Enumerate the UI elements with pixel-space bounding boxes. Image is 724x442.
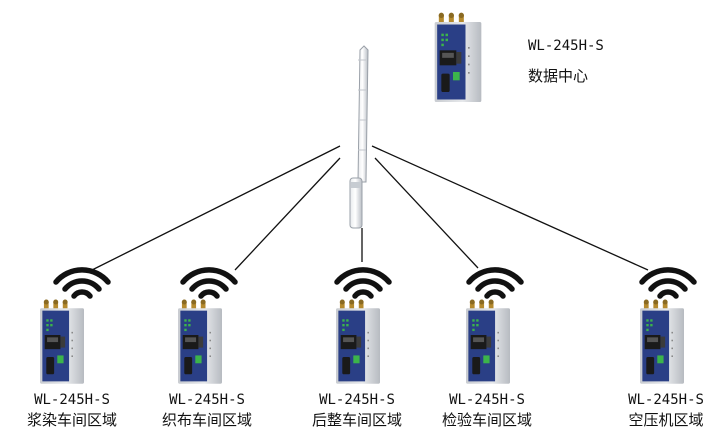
center-name: 数据中心: [528, 67, 589, 85]
wifi-icon: [183, 270, 235, 296]
node-model: WL-245H-S: [34, 392, 110, 408]
node-label-3: WL-245H-S 后整车间区域: [312, 392, 402, 428]
node-area: 后整车间区域: [311, 411, 403, 429]
node-label-4: WL-245H-S 检验车间区域: [442, 392, 532, 428]
node-label-1: WL-245H-S 浆染车间区域: [27, 392, 117, 428]
node-model: WL-245H-S: [449, 392, 525, 408]
link-node-2: [234, 157, 341, 271]
tower-antenna-icon: [349, 45, 369, 229]
node-label-5: WL-245H-S 空压机区域: [628, 392, 704, 428]
center-label: WL-245H-S: [528, 38, 604, 54]
wifi-icon: [337, 270, 389, 296]
node-router-3-icon: [336, 299, 380, 384]
node-area: 空压机区域: [628, 411, 704, 429]
node-router-5-icon: [640, 299, 684, 384]
node-model: WL-245H-S: [319, 392, 395, 408]
connection-lines: [91, 145, 649, 271]
link-node-1: [91, 145, 341, 271]
node-router-1-icon: [40, 299, 84, 384]
wifi-icon: [469, 270, 521, 296]
link-node-5: [371, 145, 649, 271]
node-area: 织布车间区域: [161, 411, 253, 429]
wifi-icon: [642, 270, 694, 296]
center-model: WL-245H-S: [528, 38, 604, 54]
node-model: WL-245H-S: [628, 392, 704, 408]
center-name-label: 数据中心: [528, 68, 588, 84]
node-label-2: WL-245H-S 织布车间区域: [162, 392, 252, 428]
node-area: 浆染车间区域: [26, 411, 118, 429]
node-router-4-icon: [466, 299, 510, 384]
wifi-icon: [56, 270, 108, 296]
data-center-router-icon: [434, 12, 482, 103]
node-area: 检验车间区域: [441, 411, 533, 429]
node-model: WL-245H-S: [169, 392, 245, 408]
link-node-4: [374, 157, 479, 269]
node-router-2-icon: [178, 299, 222, 384]
